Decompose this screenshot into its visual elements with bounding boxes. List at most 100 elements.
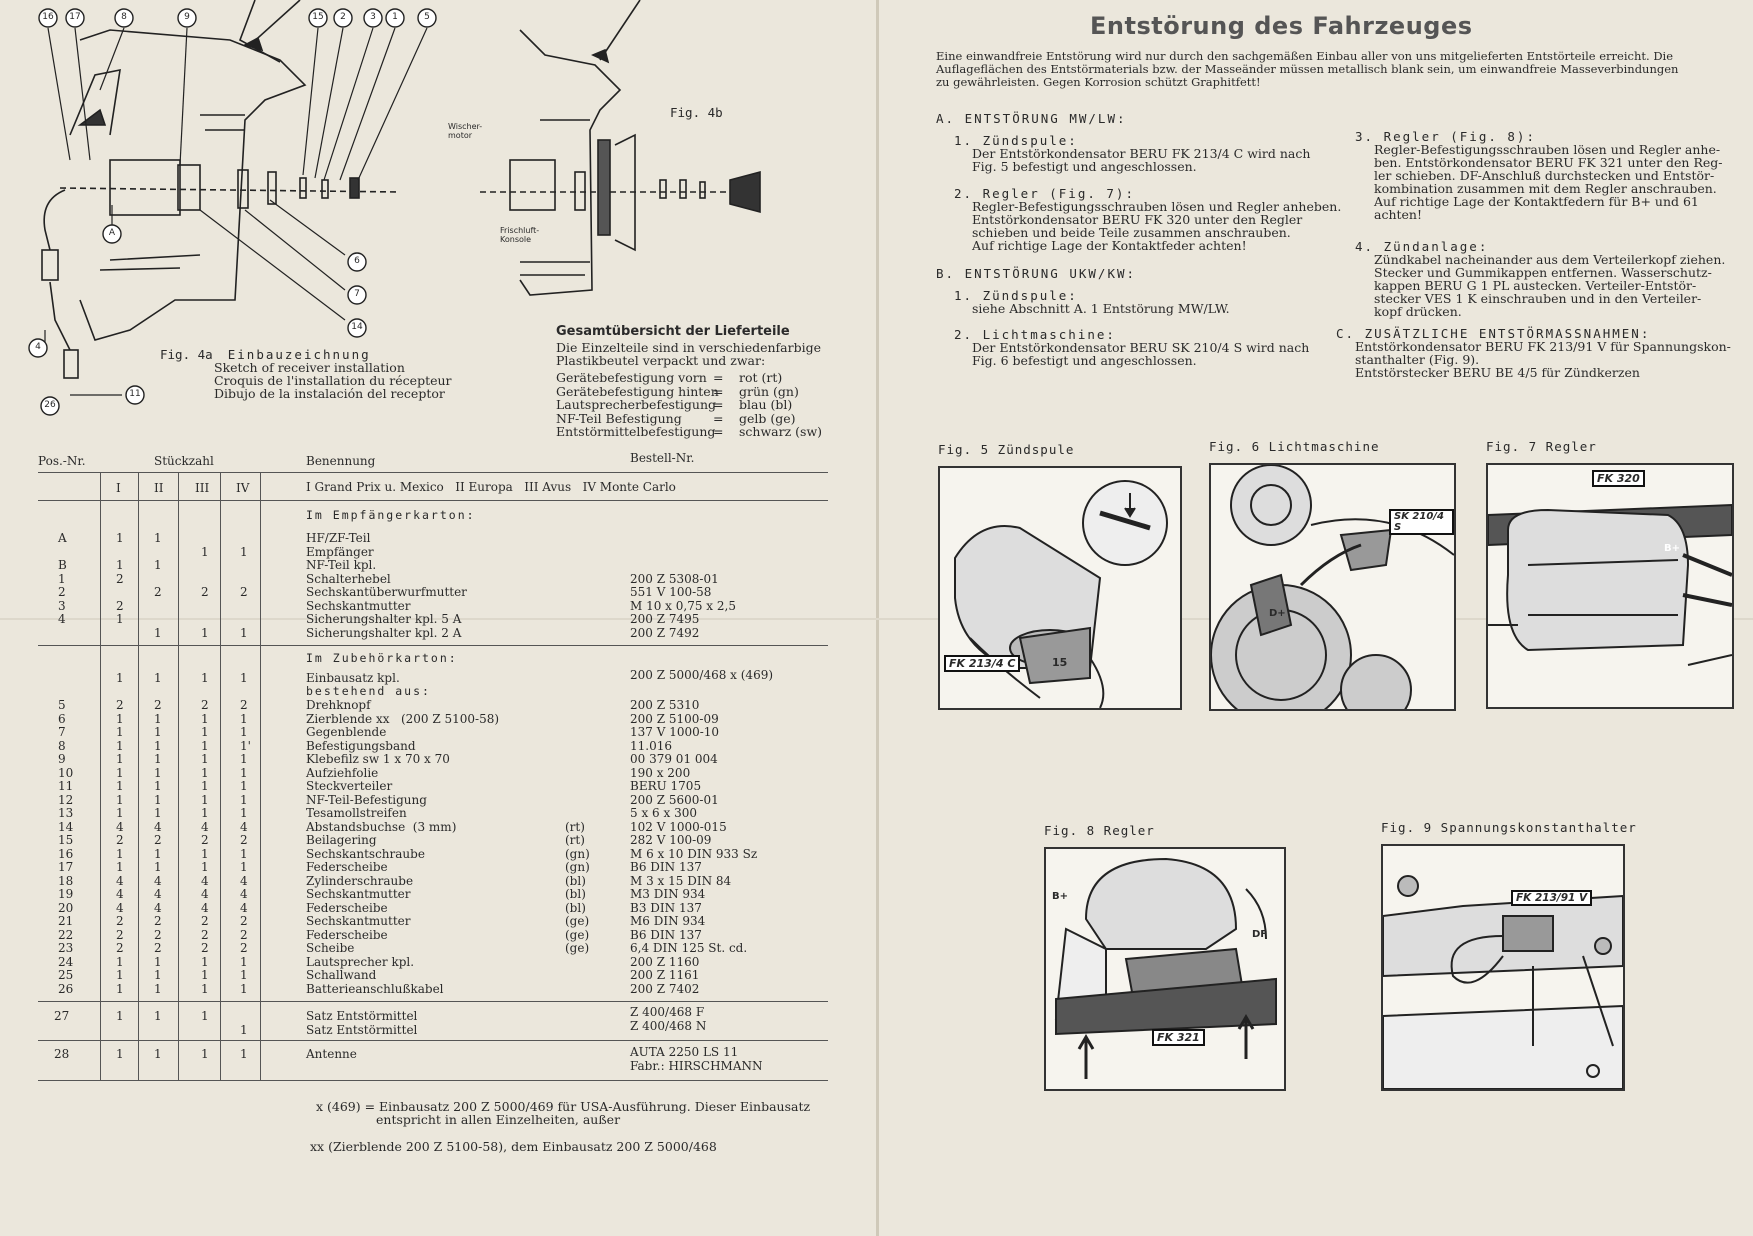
callout-7: 7 (354, 289, 360, 299)
sec2-names: Drehknopf Zierblende xx (200 Z 5100-58) … (306, 698, 500, 996)
row28-qty-III: 1 (201, 1047, 209, 1061)
callout-8: 8 (121, 12, 127, 22)
intro-line-1: Eine einwandfreie Entstörung wird nur du… (936, 49, 1674, 63)
color-code-row: Gerätebefestigung vorn=rot (rt) (556, 370, 783, 385)
df-label: DF (1252, 929, 1268, 940)
einbau-qty-II: 1 (154, 671, 162, 685)
a3-line-3: ler schieben. DF-Anschluß durchstecken u… (1374, 168, 1715, 183)
einbau-qty-III: 1 (201, 671, 209, 685)
dplus-label: D+ (1269, 608, 1286, 619)
row27-qty-IV: 1 (240, 1022, 248, 1037)
b2-heading: 2. Lichtmaschine: (954, 327, 1116, 342)
sec1-qty-I: 1 1 2 2 1 (116, 531, 124, 626)
a2-line-2: Entstörkondensator BERU FK 320 unter den… (972, 212, 1303, 227)
color-code-row: Lautsprecherbefestigung=blau (bl) (556, 397, 793, 412)
row27-qty-III: 1 (201, 1009, 209, 1023)
footnote-1: x (469) = Einbausatz 200 Z 5000/469 für … (316, 1099, 811, 1114)
sk210-4s-tag: SK 210/4 S (1389, 509, 1454, 535)
b2-line-1: Der Entstörkondensator BERU SK 210/4 S w… (972, 340, 1310, 355)
header-name: Benennung (306, 454, 376, 468)
color-code-list: Gerätebefestigung vorn=rot (rt) Gerätebe… (556, 370, 823, 439)
fig6-caption: Fig. 6 Lichtmaschine (1209, 439, 1380, 454)
color-code-row: Entstörmittelbefestigung=schwarz (sw) (556, 424, 823, 439)
section-A-heading: A. ENTSTÖRUNG MW/LW: (936, 111, 1127, 126)
col-II: II (154, 481, 164, 495)
fig5-photo: FK 213/4 C 15 (938, 466, 1182, 710)
col-I: I (116, 481, 121, 495)
intro-line-2: Auflageflächen des Entstörmaterials bzw.… (936, 62, 1679, 76)
sec2-colors: (rt) (rt) (gn) (gn) (bl) (bl) (bl) (ge) … (565, 819, 590, 955)
a1-heading: 1. Zündspule: (954, 133, 1078, 148)
fk213-4c-tag: FK 213/4 C (944, 655, 1021, 672)
row28-pos: 28 (54, 1047, 70, 1061)
row27-names: Satz Entstörmittel Satz Entstörmittel (306, 1009, 418, 1037)
col-III: III (195, 481, 210, 495)
row27-pos: 27 (54, 1009, 70, 1023)
color-code-row: Gerätebefestigung hinten=grün (gn) (556, 383, 799, 399)
callout-6: 6 (354, 256, 360, 266)
a1-line-1: Der Entstörkondensator BERU FK 213/4 C w… (972, 146, 1311, 161)
row28-qty-II: 1 (154, 1047, 162, 1061)
footnote-2: xx (Zierblende 200 Z 5100-58), dem Einba… (310, 1139, 717, 1154)
bestehend-aus: bestehend aus: (306, 684, 431, 698)
fig9-caption: Fig. 9 Spannungskonstanthalter (1381, 820, 1637, 835)
fig4a-english: Sketch of receiver installation (214, 360, 405, 375)
fig4a-spanish: Dibujo de la instalación del receptor (214, 386, 445, 401)
fk320-tag: FK 320 (1592, 470, 1645, 487)
fig4a-label: Fig. 4a Einbauzeichnung (160, 347, 371, 362)
frischluft-label: Frischluft- Konsole (500, 226, 540, 244)
ignition-coil-drawing (954, 480, 1168, 708)
callout-circles (28, 8, 437, 416)
b2-line-2: Fig. 6 befestigt und angeschlossen. (972, 353, 1197, 368)
row27-qty-II: 1 (154, 1009, 162, 1023)
overview-intro-2: Plastikbeutel verpackt und zwar: (556, 353, 766, 368)
section-accessories: Im Zubehörkarton: (306, 651, 458, 665)
fig8-caption: Fig. 8 Regler (1044, 823, 1155, 838)
regulator-fig8-drawing (1054, 857, 1277, 1079)
callout-14: 14 (351, 322, 363, 332)
einbau-name: Einbausatz kpl. (306, 671, 400, 685)
a3-line-4: kombination zusammen mit dem Regler ansc… (1374, 181, 1717, 196)
a3-line-6: achten! (1374, 207, 1422, 222)
row28-orders: AUTA 2250 LS 11 Fabr.: HIRSCHMANN (630, 1045, 763, 1073)
fk213-91v-tag: FK 213/91 V (1511, 890, 1593, 906)
row28-name: Antenne (306, 1047, 357, 1061)
sec1-qty-III: 1 2 1 (201, 544, 209, 640)
c-line-3: Entstörstecker BERU BE 4/5 für Zündkerze… (1355, 365, 1640, 380)
fig7-photo: FK 320 B+ (1486, 463, 1734, 709)
overview-title: Gesamtübersicht der Lieferteile (556, 324, 790, 339)
overview-intro-1: Die Einzelteile sind in verschiedenfarbi… (556, 340, 821, 355)
section-receiver: Im Empfängerkarton: (306, 508, 476, 522)
sec1-qty-IV: 1 2 1 (240, 544, 248, 640)
a1-line-2: Fig. 5 befestigt und angeschlossen. (972, 159, 1197, 174)
bplus-label-fig8: B+ (1052, 891, 1069, 902)
sec1-pos: A B 1 2 3 4 (58, 531, 67, 626)
sec2-qty-I: 2 1 1 1 1 1 1 1 1 4 2 1 1 4 4 4 2 2 2 1 … (116, 698, 124, 996)
a4-line-1: Zündkabel nacheinander aus dem Verteiler… (1374, 252, 1726, 267)
sec1-orders: 200 Z 5308-01 551 V 100-58 M 10 x 0,75 x… (630, 571, 736, 640)
header-pos: Pos.-Nr. (38, 454, 86, 468)
callout-17: 17 (69, 12, 81, 22)
col-IV: IV (236, 481, 250, 495)
row28-qty-IV: 1 (240, 1047, 248, 1061)
model-legend: I Grand Prix u. Mexico II Europa III Avu… (306, 480, 676, 494)
generator-drawing (1211, 465, 1454, 709)
a3-line-5: Auf richtige Lage der Kontaktfedern für … (1374, 194, 1699, 209)
callout-A: A (108, 228, 116, 238)
einbau-qty-IV: 1 (240, 671, 248, 685)
callout-11: 11 (129, 389, 141, 399)
voltage-stabilizer-drawing (1383, 875, 1623, 1089)
fig7-caption: Fig. 7 Regler (1486, 439, 1597, 454)
row27-orders: Z 400/468 F Z 400/468 N (630, 1005, 707, 1033)
sec1-qty-II: 1 1 2 1 (154, 531, 162, 640)
callout-26: 26 (44, 400, 56, 410)
callout-16: 16 (42, 12, 54, 22)
callout-9: 9 (184, 12, 190, 22)
fig4a-french: Croquis de l'installation du récepteur (214, 373, 452, 388)
a3-line-1: Regler-Befestigungsschrauben lösen und R… (1374, 142, 1721, 157)
fold-line-horizontal (0, 618, 1753, 620)
sec2-qty-III: 2 1 1 1 1 1 1 1 1 4 2 1 1 4 4 4 2 2 2 1 … (201, 698, 209, 996)
a3-line-2: ben. Entstörkondensator BERU FK 321 unte… (1374, 155, 1723, 170)
row27-qty-I: 1 (116, 1009, 124, 1023)
einbau-order: 200 Z 5000/468 x (469) (630, 668, 774, 682)
